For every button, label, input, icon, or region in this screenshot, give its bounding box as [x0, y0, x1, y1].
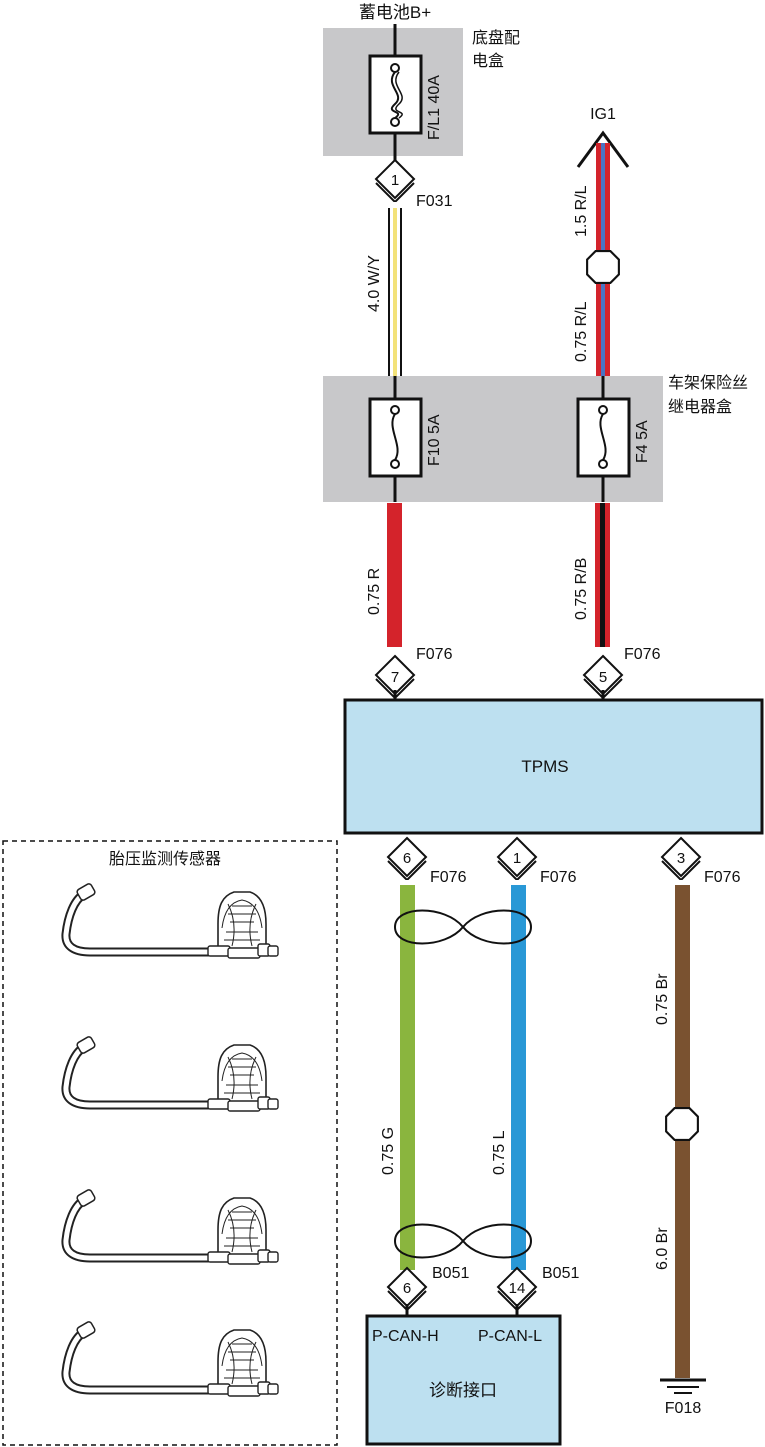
ig1-label: IG1	[590, 106, 616, 123]
connector-f076-7-name: F076	[416, 646, 453, 663]
twist-bottom	[393, 1223, 533, 1259]
wire-br-bottom-label: 6.0 Br	[654, 1227, 671, 1270]
diag-pin-h: P-CAN-H	[372, 1328, 439, 1345]
connector-f076-1-name: F076	[540, 869, 577, 886]
wire-l-label: 0.75 L	[491, 1130, 508, 1175]
connector-f076-7-pin: 7	[391, 669, 399, 686]
tire-pressure-sensor-icon	[66, 1189, 278, 1264]
tire-pressure-sensor-icon	[66, 1321, 278, 1396]
connector-b051-14-name: B051	[542, 1265, 579, 1282]
connector-f076-6-name: F076	[430, 869, 467, 886]
splice-br	[665, 1107, 699, 1141]
tpms-label: TPMS	[521, 757, 568, 776]
wire-r-label: 0.75 R	[366, 568, 383, 615]
tire-pressure-sensor-icon	[66, 1036, 278, 1111]
tpms-module	[343, 698, 764, 835]
fuse-fl1-label: F/L1 40A	[426, 75, 443, 140]
diag-pin-l: P-CAN-L	[478, 1328, 542, 1345]
wire-br-top-label: 0.75 Br	[654, 973, 671, 1025]
wire-rl-bottom-label: 0.75 R/L	[573, 301, 590, 362]
connector-f076-3-name: F076	[704, 869, 741, 886]
wire-rb-label: 0.75 R/B	[573, 558, 590, 620]
connector-f031-pin: 1	[391, 172, 399, 189]
twist-top	[393, 909, 533, 945]
tire-pressure-sensor-icon	[66, 883, 278, 958]
connector-f076-5-name: F076	[624, 646, 661, 663]
frame-box-label-2: 继电器盒	[668, 398, 732, 416]
connector-b051-14-pin: 14	[509, 1280, 526, 1297]
connector-f031-name: F031	[416, 193, 453, 210]
wire-g-label: 0.75 G	[380, 1127, 397, 1175]
wire-g	[400, 885, 415, 1270]
diag-label: 诊断接口	[429, 1381, 497, 1400]
frame-box-label-1: 车架保险丝	[668, 374, 748, 392]
battery-label: 蓄电池B+	[359, 3, 431, 22]
connector-f076-5-pin: 5	[599, 669, 607, 686]
sensor-panel-title: 胎压监测传感器	[109, 850, 221, 868]
chassis-box-label-1: 底盘配	[472, 28, 520, 47]
connector-b051-6-name: B051	[432, 1265, 469, 1282]
ig1-arrow	[576, 130, 630, 168]
connector-f076-3-pin: 3	[677, 850, 685, 867]
connector-b051-6-pin: 6	[403, 1280, 411, 1297]
fuse-f10-label: F10 5A	[426, 414, 443, 466]
ground-icon	[660, 1378, 706, 1394]
connector-f076-1-pin: 1	[513, 850, 521, 867]
sensor-panel	[2, 840, 338, 1446]
wire-l	[511, 885, 526, 1270]
connector-f076-6-pin: 6	[403, 850, 411, 867]
splice-rl	[586, 250, 620, 284]
diagnostic-port	[365, 1314, 562, 1446]
fuse-f4-label: F4 5A	[634, 420, 651, 463]
wire-wy-label: 4.0 W/Y	[366, 255, 383, 312]
chassis-box-label-2: 电盒	[472, 52, 504, 70]
wire-r	[387, 503, 402, 647]
wire-rl-top-label: 1.5 R/L	[573, 185, 590, 237]
ground-label: F018	[665, 1400, 702, 1417]
